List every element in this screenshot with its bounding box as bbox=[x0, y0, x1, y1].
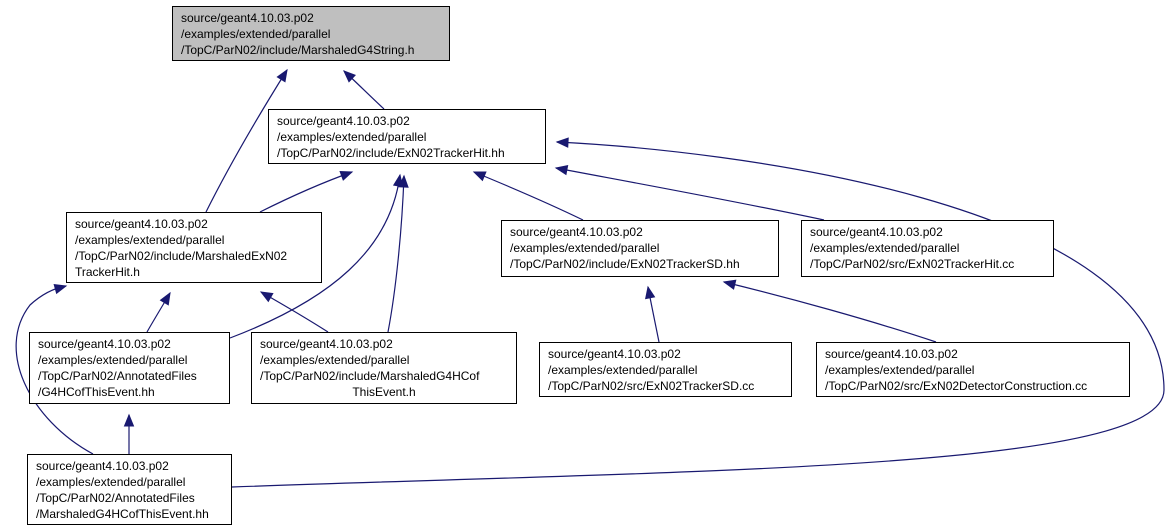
arrowhead-marshaledg4string bbox=[276, 68, 288, 83]
node-line: /examples/extended/parallel bbox=[181, 27, 331, 41]
edge-annotated-marshaledg4hcofthisevent-hh-to-exn02trackerhit-hh bbox=[231, 141, 1165, 488]
node-line: /examples/extended/parallel bbox=[75, 233, 225, 247]
node-line: /TopC/ParN02/src/ExN02DetectorConstructi… bbox=[825, 379, 1088, 393]
arrowhead-marshaledexn02trackerhit-h bbox=[259, 291, 274, 303]
arrowhead-exn02trackerhit-hh bbox=[472, 171, 487, 182]
node-line: source/geant4.10.03.p02 bbox=[38, 337, 171, 351]
edge-marshaledexn02trackerhit-h-to-exn02trackerhit-hh bbox=[259, 171, 353, 213]
node-line: /examples/extended/parallel bbox=[825, 363, 975, 377]
arrowhead-exn02trackerhit-hh bbox=[339, 171, 354, 181]
arrowhead-marshaledg4string bbox=[343, 70, 356, 83]
node-line: /G4HCofThisEvent.hh bbox=[38, 385, 155, 399]
node-line: /TopC/ParN02/include/MarshaledExN02 bbox=[75, 249, 288, 263]
node-line: /examples/extended/parallel bbox=[38, 353, 188, 367]
node-line: /examples/extended/parallel bbox=[260, 353, 410, 367]
node-marshaledexn02trackerhit-h[interactable]: source/geant4.10.03.p02 /examples/extend… bbox=[66, 212, 322, 283]
arrowhead-exn02trackersd-hh bbox=[722, 279, 737, 290]
edge-annotated-g4hcofthisevent-hh-to-exn02trackerhit-hh bbox=[229, 174, 401, 339]
node-line: /examples/extended/parallel bbox=[510, 241, 660, 255]
node-exn02detectorconstruction-cc[interactable]: source/geant4.10.03.p02 /examples/extend… bbox=[816, 342, 1130, 397]
arrowhead-marshaledexn02trackerhit-h bbox=[159, 291, 171, 306]
node-line: /examples/extended/parallel bbox=[277, 130, 427, 144]
node-exn02trackerhit-hh[interactable]: source/geant4.10.03.p02 /examples/extend… bbox=[268, 109, 546, 164]
edge-marshaledexn02trackerhit-h-to-marshaledg4string bbox=[205, 69, 288, 213]
arrowhead-exn02trackersd-hh bbox=[645, 285, 656, 300]
arrowhead-annotated-g4hcofthisevent-hh bbox=[123, 413, 135, 427]
node-line: source/geant4.10.03.p02 bbox=[510, 225, 643, 239]
node-marshaledg4string-h[interactable]: source/geant4.10.03.p02 /examples/extend… bbox=[172, 6, 450, 61]
node-line: source/geant4.10.03.p02 bbox=[277, 114, 410, 128]
arrowhead-exn02trackerhit-hh bbox=[554, 164, 569, 176]
node-line: source/geant4.10.03.p02 bbox=[36, 459, 169, 473]
node-line: /TopC/ParN02/include/MarshaledG4String.h bbox=[181, 43, 415, 57]
node-line: ThisEvent.h bbox=[352, 385, 416, 399]
node-exn02trackerhit-cc[interactable]: source/geant4.10.03.p02 /examples/extend… bbox=[801, 220, 1054, 277]
edge-marshaledg4hcofthisevent-h-to-exn02trackerhit-hh bbox=[387, 175, 405, 333]
edge-exn02trackersd-hh-to-exn02trackerhit-hh bbox=[473, 171, 584, 221]
node-exn02trackersd-cc[interactable]: source/geant4.10.03.p02 /examples/extend… bbox=[539, 342, 792, 397]
node-line: source/geant4.10.03.p02 bbox=[825, 347, 958, 361]
node-line: /TopC/ParN02/AnnotatedFiles bbox=[38, 369, 197, 383]
arrowhead-exn02trackerhit-hh bbox=[398, 174, 409, 188]
node-marshaledg4hcofthisevent-h[interactable]: source/geant4.10.03.p02 /examples/extend… bbox=[251, 332, 517, 404]
arrowhead-marshaledexn02trackerhit-h bbox=[53, 283, 68, 295]
node-line: /MarshaledG4HCofThisEvent.hh bbox=[36, 507, 209, 521]
node-exn02trackersd-hh[interactable]: source/geant4.10.03.p02 /examples/extend… bbox=[501, 220, 779, 277]
edge-annotated-marshaledg4hcofthisevent-hh-to-marshaledexn02trackerhit-h bbox=[15, 285, 94, 455]
node-annotated-g4hcofthisevent-hh[interactable]: source/geant4.10.03.p02 /examples/extend… bbox=[29, 332, 230, 404]
node-annotated-marshaledg4hcofthisevent-hh[interactable]: source/geant4.10.03.p02 /examples/extend… bbox=[27, 454, 232, 525]
edge-exn02trackerhit-cc-to-exn02trackerhit-hh bbox=[555, 167, 825, 221]
node-line: /TopC/ParN02/AnnotatedFiles bbox=[36, 491, 195, 505]
node-line: source/geant4.10.03.p02 bbox=[181, 11, 314, 25]
node-line: /TopC/ParN02/src/ExN02TrackerHit.cc bbox=[810, 257, 1015, 271]
node-line: /TopC/ParN02/src/ExN02TrackerSD.cc bbox=[548, 379, 755, 393]
node-line: /examples/extended/parallel bbox=[810, 241, 960, 255]
node-line: TrackerHit.h bbox=[75, 265, 140, 279]
node-line: source/geant4.10.03.p02 bbox=[75, 217, 208, 231]
node-line: /examples/extended/parallel bbox=[36, 475, 186, 489]
node-line: /TopC/ParN02/include/ExN02TrackerHit.hh bbox=[277, 146, 505, 160]
edge-marshaledg4hcofthisevent-h-to-marshaledexn02trackerhit-h bbox=[260, 291, 329, 333]
node-line: /TopC/ParN02/include/MarshaledG4HCof bbox=[260, 369, 480, 383]
node-line: source/geant4.10.03.p02 bbox=[548, 347, 681, 361]
edge-exn02detectorconstruction-cc-to-exn02trackersd-hh bbox=[723, 281, 937, 343]
node-line: source/geant4.10.03.p02 bbox=[260, 337, 393, 351]
node-line: source/geant4.10.03.p02 bbox=[810, 225, 943, 239]
arrowhead-exn02trackerhit-hh bbox=[555, 137, 569, 148]
node-line: /TopC/ParN02/include/ExN02TrackerSD.hh bbox=[510, 257, 740, 271]
node-line: /examples/extended/parallel bbox=[548, 363, 698, 377]
